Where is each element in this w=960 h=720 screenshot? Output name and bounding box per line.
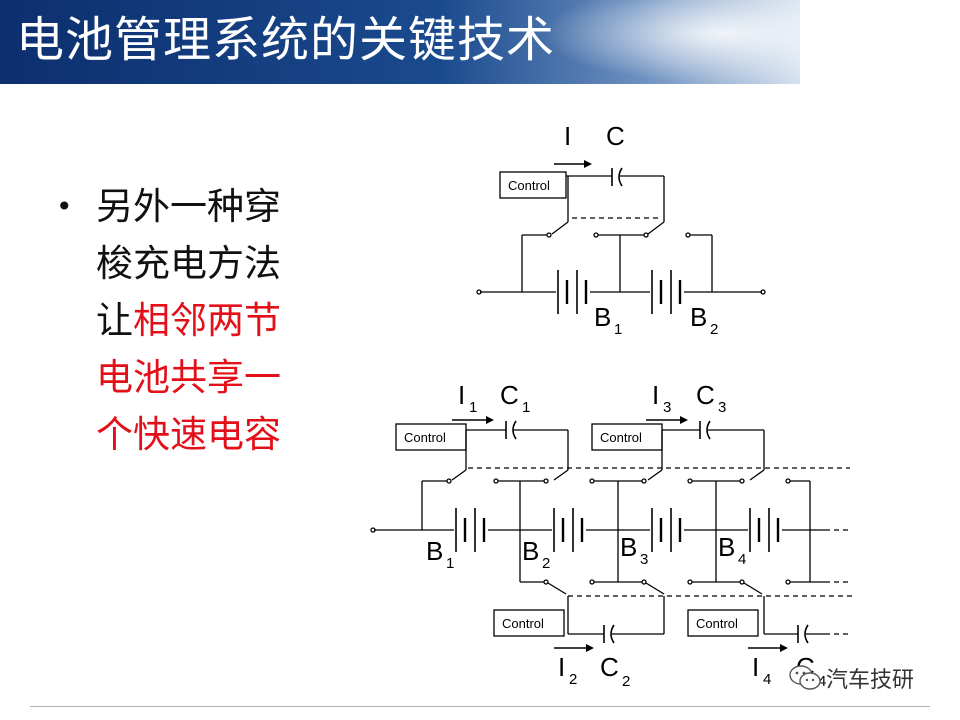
top-control-label: Control <box>508 178 550 193</box>
top-b2-label: B <box>690 302 707 332</box>
bottom-control-label-3: Control <box>600 430 642 445</box>
bottom-i4-label: I <box>752 652 759 682</box>
bottom-control-box-4 <box>687 609 759 637</box>
title-bar: 电池管理系统的关键技术 <box>0 0 800 84</box>
bottom-control-label-1: Control <box>404 430 446 445</box>
slide-title: 电池管理系统的关键技术 <box>16 12 556 68</box>
watermark-text: 汽车技研 <box>826 668 915 693</box>
bottom-control-box-3 <box>591 423 663 451</box>
bottom-b3-label: B <box>620 532 637 562</box>
bullet-line-2: 梭充电方法 <box>96 242 281 285</box>
top-b1-label: B <box>594 302 611 332</box>
top-shuttle-circuit: I C Control <box>476 121 766 338</box>
bottom-battery-b1 <box>455 508 486 552</box>
bottom-divider <box>30 706 930 707</box>
top-capacitor-label: C <box>606 121 625 151</box>
bottom-b4-label: B <box>718 532 735 562</box>
bottom-i2-sub: 2 <box>569 671 577 688</box>
bottom-i1-sub: 1 <box>469 399 477 416</box>
bottom-b2-sub: 2 <box>542 555 550 572</box>
watermark: 汽车技研 <box>788 662 914 694</box>
bottom-c1-label: C <box>500 380 519 410</box>
bottom-c1-sub: 1 <box>522 399 530 416</box>
bottom-b1-sub: 1 <box>446 555 454 572</box>
bottom-b1-label: B <box>426 536 443 566</box>
bullet-line-3-plain: 让 <box>96 299 133 342</box>
top-b1-sub: 1 <box>614 321 622 338</box>
bullet-line-4: 电池共享一 <box>96 356 281 399</box>
bottom-battery-b4 <box>749 508 780 552</box>
wechat-icon <box>789 665 821 690</box>
bottom-control-box-1 <box>395 423 467 451</box>
bottom-i2-label: I <box>558 652 565 682</box>
bottom-b2-label: B <box>522 536 539 566</box>
bottom-i1-label: I <box>458 380 465 410</box>
bullet-line-5: 个快速电容 <box>96 413 281 456</box>
bottom-b3-sub: 3 <box>640 551 648 568</box>
bullet-line-3-highlight: 相邻两节 <box>133 299 281 342</box>
bullet-line-3: 让相邻两节 <box>56 292 326 349</box>
bottom-b4-sub: 4 <box>738 551 746 568</box>
bottom-i3-sub: 3 <box>663 399 671 416</box>
bullet-line-1: 另外一种穿 <box>96 185 281 228</box>
bottom-control-label-2: Control <box>502 616 544 631</box>
bottom-i4-sub: 4 <box>763 671 771 688</box>
bottom-control-label-4: Control <box>696 616 738 631</box>
bottom-battery-b2 <box>553 508 584 552</box>
bottom-c2-label: C <box>600 652 619 682</box>
top-current-label: I <box>564 121 571 151</box>
bottom-control-box-2 <box>493 609 565 637</box>
top-b2-sub: 2 <box>710 321 718 338</box>
bullet-dot-icon: • <box>56 190 73 223</box>
bottom-c3-label: C <box>696 380 715 410</box>
top-control-box <box>499 171 567 199</box>
bottom-i3-label: I <box>652 380 659 410</box>
bottom-shuttle-circuit: I 1 C 1 I 3 C 3 Control Control <box>370 380 852 690</box>
bottom-c3-sub: 3 <box>718 399 726 416</box>
bottom-battery-b3 <box>651 508 682 552</box>
bullet-text-block: • 另外一种穿 梭充电方法 让相邻两节 电池共享一 个快速电容 <box>56 178 326 463</box>
bottom-c2-sub: 2 <box>622 673 630 690</box>
bottom-c4-sub: 4 <box>818 673 826 690</box>
